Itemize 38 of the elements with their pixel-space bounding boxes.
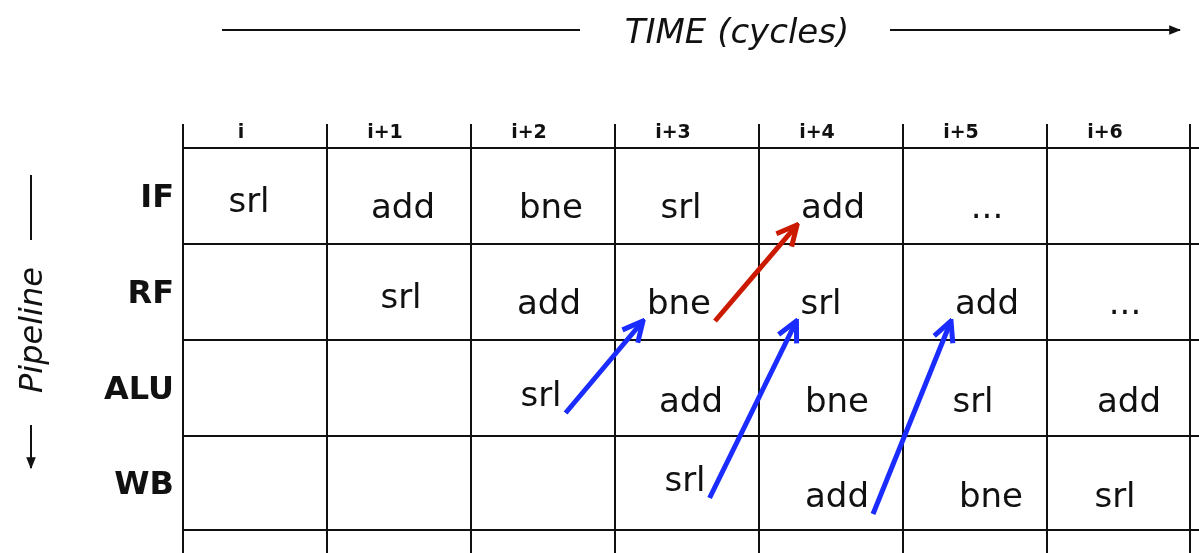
column-header: i+1	[367, 121, 403, 141]
cell-text: srl	[796, 283, 846, 321]
column-header: i+5	[943, 121, 979, 141]
cell-text: srl	[376, 277, 426, 315]
cell-text: bne	[514, 187, 588, 225]
cell-text: ...	[1104, 283, 1146, 321]
column-header: i+6	[1087, 121, 1123, 141]
cell-text: add	[801, 476, 873, 514]
cell-text: srl	[1090, 476, 1140, 514]
axis-label: TIME (cycles)	[624, 14, 850, 48]
cell-text: add	[367, 187, 439, 225]
cell-text: srl	[948, 381, 998, 419]
column-header: i+4	[799, 121, 835, 141]
cell-text: add	[797, 187, 869, 225]
row-header: IF	[140, 180, 174, 212]
cell-text: add	[513, 283, 585, 321]
row-header: ALU	[104, 372, 174, 404]
cell-text: add	[1093, 381, 1165, 419]
column-header: i+2	[511, 121, 547, 141]
cell-text: ...	[966, 187, 1008, 225]
cell-text: bne	[800, 381, 874, 419]
row-header: RF	[127, 276, 174, 308]
column-header: i+3	[655, 121, 691, 141]
cell-text: srl	[516, 375, 566, 413]
cell-text: add	[951, 283, 1023, 321]
cell-text: bne	[954, 476, 1028, 514]
axis-label: Pipeline	[15, 267, 47, 393]
arrow	[563, 318, 646, 415]
arrow	[870, 318, 956, 515]
cell-text: add	[655, 381, 727, 419]
column-header: i	[237, 121, 245, 141]
cell-text: srl	[224, 181, 274, 219]
cell-text: srl	[656, 187, 706, 225]
arrow	[713, 222, 800, 323]
cell-text: bne	[642, 283, 716, 321]
cell-text: srl	[660, 460, 710, 498]
row-header: WB	[114, 467, 174, 499]
arrow	[707, 318, 800, 500]
